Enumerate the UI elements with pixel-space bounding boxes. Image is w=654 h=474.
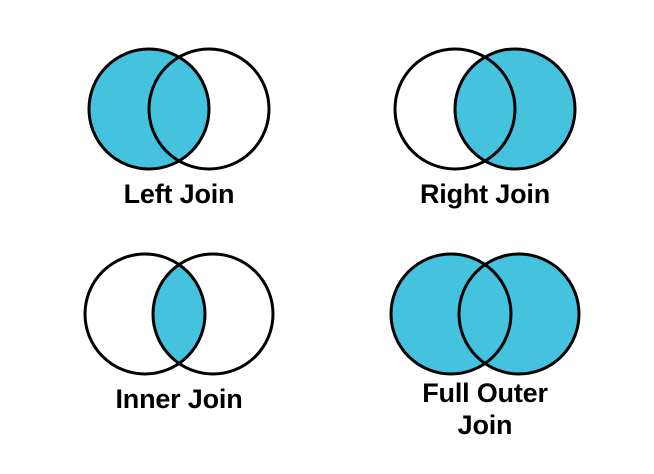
venn-graphic-right-join	[377, 42, 593, 176]
venn-diagram-left-join: Left Join	[42, 36, 316, 226]
left-circle-outline	[393, 47, 517, 171]
venn-label-inner-join: Inner Join	[115, 384, 243, 414]
overlap-region-fill	[455, 49, 515, 169]
venn-diagram-inner-join: Inner Join	[42, 241, 316, 431]
right-circle-outline	[453, 47, 577, 171]
right-circle-outline	[457, 252, 581, 376]
venn-graphic-full-outer-join	[377, 247, 593, 381]
venn-label-left-join: Left Join	[123, 179, 235, 209]
left-circle-outline	[389, 252, 513, 376]
venn-diagram-full-outer-join: Full Outer Join	[348, 241, 622, 471]
venn-graphic-left-join	[71, 42, 287, 176]
overlap-region-fill	[149, 49, 209, 169]
venn-label-full-outer-join: Full Outer Join	[422, 378, 548, 440]
venn-diagram-right-join: Right Join	[348, 36, 622, 226]
right-circle-outline	[147, 47, 271, 171]
right-join-svg	[393, 47, 577, 171]
left-circle-outline	[83, 252, 207, 376]
left-circle-outline	[87, 47, 211, 171]
venn-graphic-inner-join	[71, 247, 287, 381]
right-circle-fill	[459, 254, 579, 374]
overlap-region-fill	[459, 288, 511, 340]
left-join-svg	[87, 47, 271, 171]
inner-join-svg	[83, 252, 275, 376]
right-circle-outline	[151, 252, 275, 376]
full-outer-join-svg	[389, 252, 581, 376]
overlap-region-fill	[153, 254, 205, 374]
venn-label-right-join: Right Join	[420, 179, 550, 209]
